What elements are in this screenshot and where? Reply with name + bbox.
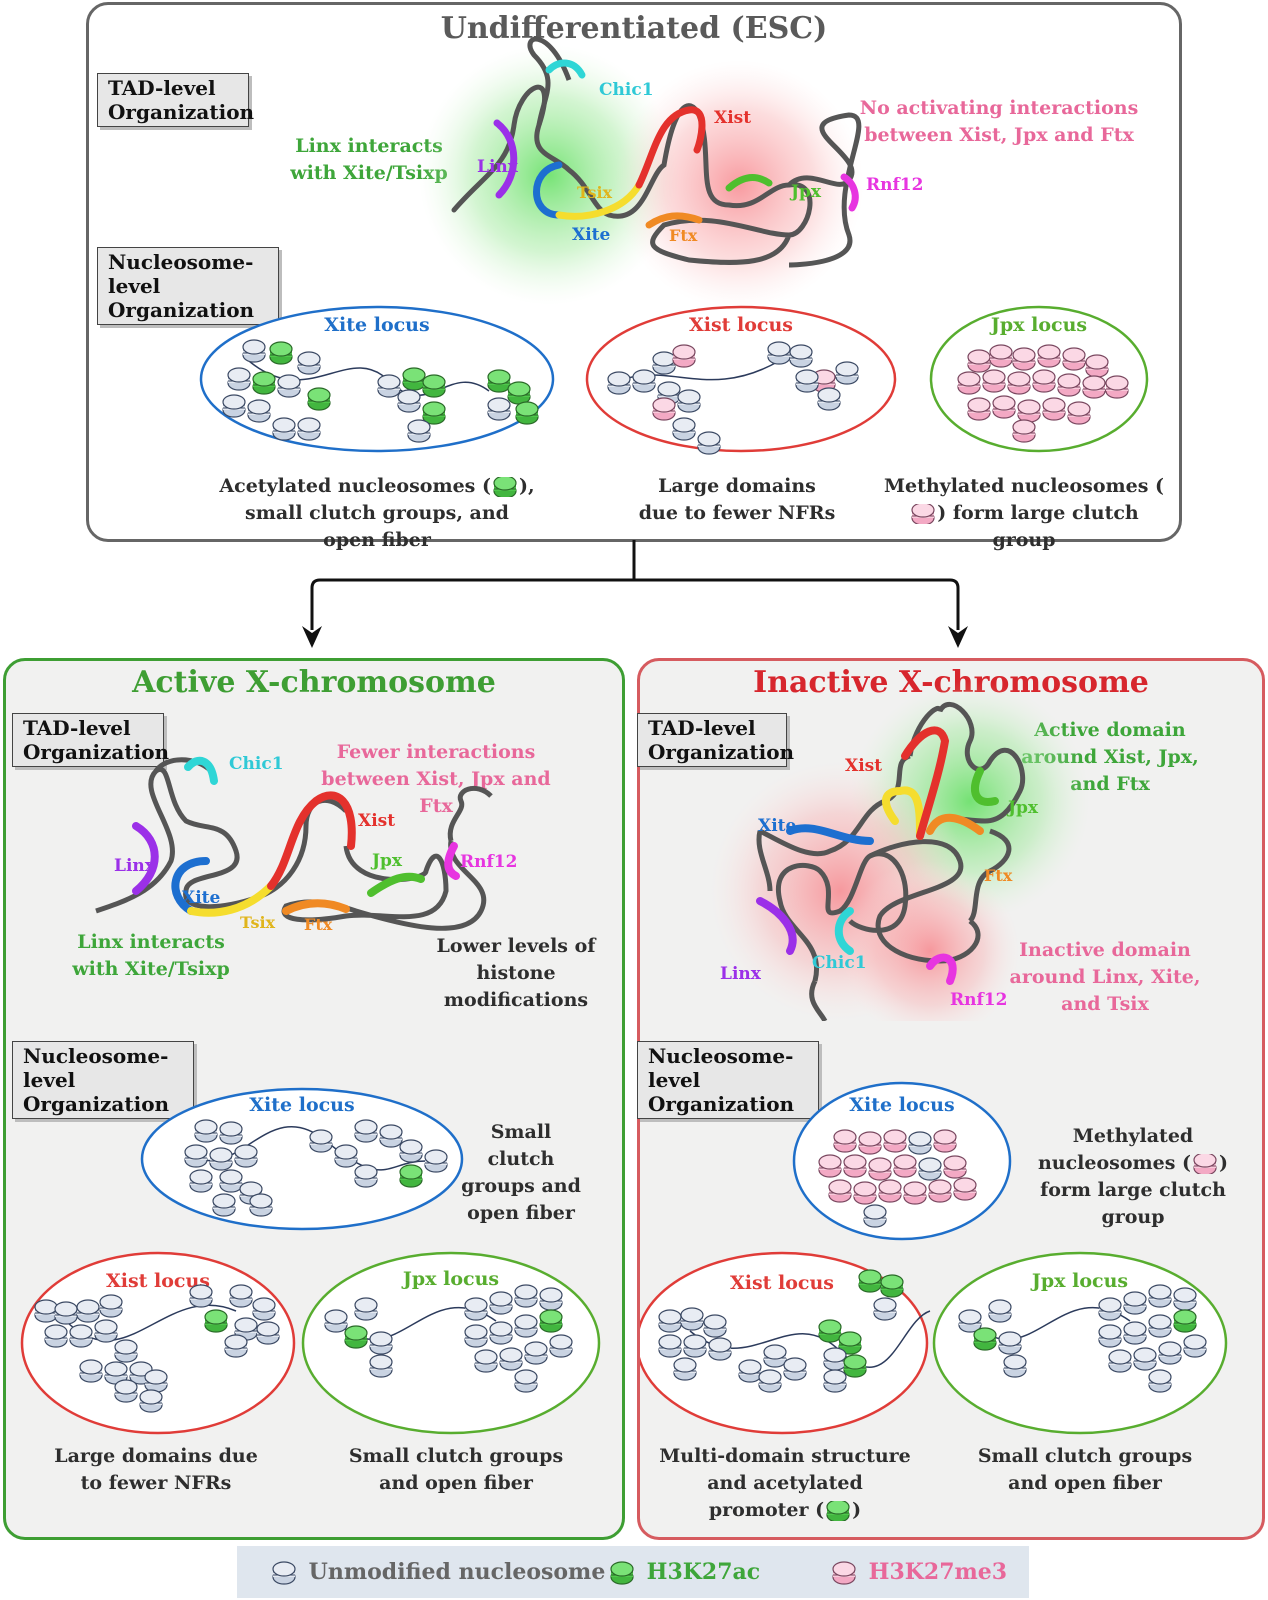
esc-title: Undifferentiated (ESC)	[440, 11, 828, 46]
esc-gene-chic1: Chic1	[599, 80, 654, 100]
active-gene-linx: Linx	[114, 856, 156, 876]
active-gene-rnf12: Rnf12	[460, 852, 517, 872]
active-gene-jpx: Jpx	[370, 851, 403, 871]
inactive-note-inactive-domain: Inactive domain around Linx, Xite, and T…	[1009, 939, 1201, 1015]
legend-unmodified: Unmodified nucleosome	[267, 1556, 605, 1588]
esc-note-no-activation: No activating interactions between Xist,…	[859, 97, 1139, 146]
esc-xite-locus-title: Xite locus	[324, 314, 429, 336]
esc-panel: Undifferentiated (ESC) TAD-level Organiz…	[86, 2, 1182, 551]
esc-gene-ftx: Ftx	[669, 226, 698, 245]
legend: Unmodified nucleosome H3K27ac H3K27me3	[237, 1546, 1029, 1598]
inactive-jpx-locus-title: Jpx locus	[1030, 1270, 1128, 1292]
active-loci: Xite locus Xist locus Jpx locus	[20, 1087, 601, 1435]
inactive-gene-chic1: Chic1	[812, 953, 867, 973]
legend-h3k27me3: H3K27me3	[827, 1556, 1007, 1588]
active-title: Active X-chromosome	[132, 665, 496, 700]
legend-h3k27ac: H3K27ac	[605, 1556, 760, 1588]
active-nucleosome-label: Nucleosome-level Organization	[12, 1041, 194, 1119]
esc-gene-xist: Xist	[714, 108, 751, 128]
inactive-xite-locus-title: Xite locus	[849, 1094, 954, 1116]
esc-tad-diagram: Chic1 Linx Tsix Xite Xist Jpx Ftx Rnf12	[419, 36, 923, 310]
active-xist-caption: Large domains due to fewer NFRs	[54, 1445, 258, 1494]
esc-xist-locus-title: Xist locus	[689, 314, 793, 336]
active-gene-xist: Xist	[358, 811, 395, 831]
active-jpx-caption: Small clutch groups and open fiber	[348, 1445, 564, 1494]
esc-xist-caption: Large domains due to fewer NFRs	[638, 475, 836, 524]
inactive-gene-jpx: Jpx	[1006, 798, 1039, 818]
active-note-linx: Linx interacts with Xite/Tsixp	[72, 931, 230, 980]
esc-jpx-locus-title: Jpx locus	[989, 314, 1087, 336]
inactive-xist-locus-title: Xist locus	[730, 1272, 834, 1294]
active-tad-diagram: Chic1 Linx Xite Tsix Ftx Xist Jpx Rnf12	[95, 754, 517, 934]
inactive-xist-caption: Multi-domain structure and acetylated pr…	[659, 1445, 911, 1523]
active-xite-caption: Small clutch groups and open fiber	[461, 1121, 581, 1224]
active-gene-chic1: Chic1	[229, 754, 284, 774]
active-gene-tsix: Tsix	[240, 913, 276, 932]
inactive-jpx-caption: Small clutch groups and open fiber	[977, 1445, 1193, 1494]
esc-gene-rnf12: Rnf12	[866, 175, 923, 195]
esc-gene-linx: Linx	[477, 157, 519, 177]
active-note-fewer: Fewer interactions between Xist, Jpx and…	[321, 741, 551, 817]
inactive-nucleosome-label: Nucleosome-level Organization	[637, 1041, 819, 1119]
inactive-tad-label: TAD-level Organization	[637, 713, 794, 767]
active-jpx-locus-title: Jpx locus	[401, 1268, 499, 1290]
active-tad-label: TAD-level Organization	[12, 713, 169, 767]
differentiation-arrows	[302, 540, 968, 648]
esc-tad-label: TAD-level Organization	[97, 73, 254, 127]
esc-note-linx: Linx interacts with Xite/Tsixp	[290, 135, 448, 184]
inactive-gene-linx: Linx	[720, 964, 762, 984]
esc-gene-jpx: Jpx	[789, 182, 822, 202]
esc-loci: Xite locus Xist locus Jpx locus	[199, 305, 1149, 455]
inactive-x-panel: Inactive X-chromosome TAD-level Organiza…	[637, 658, 1265, 1540]
active-xite-locus-title: Xite locus	[249, 1094, 354, 1116]
inactive-gene-ftx: Ftx	[984, 866, 1013, 885]
inactive-tad-diagram: Xist Xite Jpx Ftx Linx Chic1 Rnf12	[710, 681, 1090, 1021]
inactive-xite-caption: Methylated nucleosomes () form large clu…	[1037, 1125, 1229, 1228]
active-x-panel: Active X-chromosome TAD-level Organizati…	[3, 658, 625, 1540]
active-note-lower: Lower levels of histone modifications	[436, 935, 596, 1011]
esc-xite-caption: Acetylated nucleosomes (), small clutch …	[219, 475, 535, 551]
inactive-loci: Xite locus Xist locus Jpx locus	[640, 1081, 1228, 1435]
active-gene-xite: Xite	[182, 888, 221, 908]
active-xist-locus-title: Xist locus	[106, 1270, 210, 1292]
inactive-gene-rnf12: Rnf12	[950, 990, 1007, 1010]
active-gene-ftx: Ftx	[304, 915, 333, 934]
inactive-gene-xist: Xist	[845, 756, 882, 776]
esc-nucleosome-label: Nucleosome-level Organization	[97, 247, 279, 325]
inactive-gene-xite: Xite	[758, 816, 797, 836]
esc-jpx-caption: Methylated nucleosomes () form large clu…	[883, 475, 1165, 551]
esc-gene-tsix: Tsix	[577, 183, 613, 202]
esc-gene-xite: Xite	[572, 225, 611, 245]
